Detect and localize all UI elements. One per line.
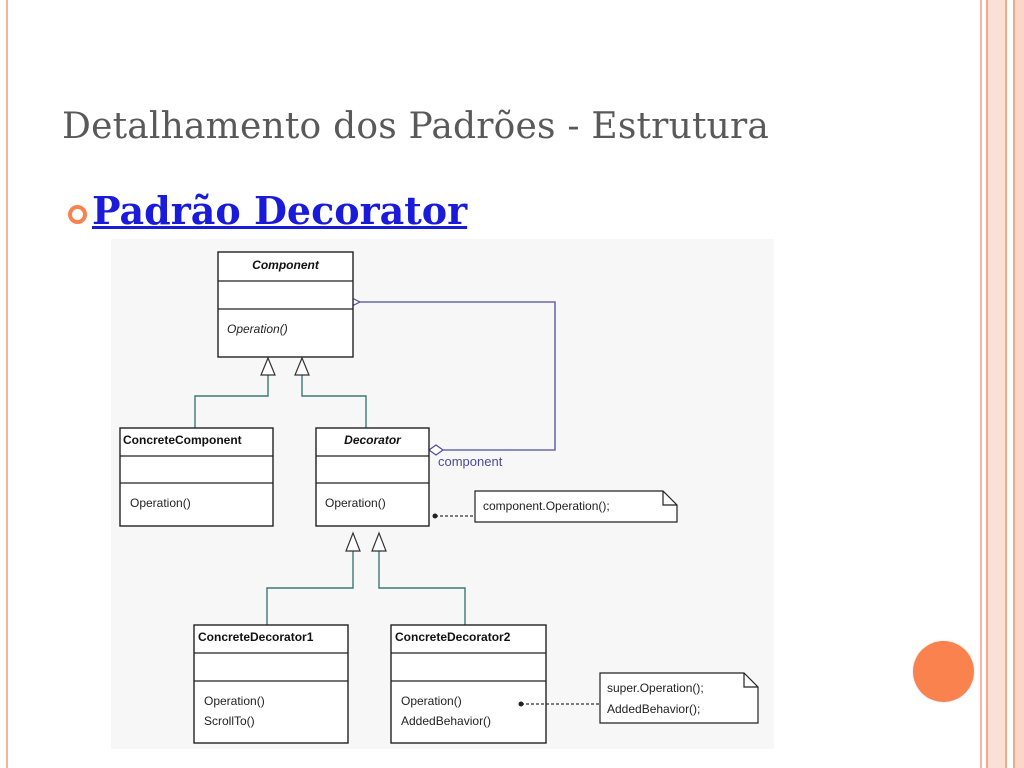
note-added-behavior: super.Operation(); AddedBehavior();: [599, 672, 759, 724]
class-operation: Operation(): [401, 694, 462, 708]
class-component: Component Operation(): [217, 251, 354, 358]
class-decorator: Decorator Operation(): [315, 427, 430, 527]
class-operation: AddedBehavior(): [401, 714, 491, 728]
aggregation-line: [359, 302, 556, 451]
class-name: ConcreteDecorator2: [395, 630, 511, 644]
right-decorative-stripes: [980, 0, 1024, 768]
class-name: ConcreteComponent: [123, 433, 242, 447]
class-concrete-component: ConcreteComponent Operation(): [119, 427, 274, 527]
left-border-line: [6, 0, 8, 768]
class-operation: Operation(): [204, 694, 265, 708]
uml-diagram-svg: component Component Operation() Concrete…: [119, 251, 759, 744]
note-text: AddedBehavior();: [607, 702, 700, 716]
association-label: component: [438, 454, 503, 469]
decorative-circle: [913, 641, 974, 702]
class-operation: Operation(): [227, 322, 288, 336]
class-name: Component: [252, 258, 320, 272]
uml-diagram: component Component Operation() Concrete…: [111, 239, 774, 749]
class-operation: ScrollTo(): [204, 714, 255, 728]
class-operation: Operation(): [325, 496, 386, 510]
class-concrete-decorator2: ConcreteDecorator2 Operation() AddedBeha…: [390, 624, 547, 744]
note-text: super.Operation();: [607, 681, 704, 695]
inheritance-arrowheads: [260, 356, 387, 552]
note-text: component.Operation();: [483, 499, 610, 513]
note-component-operation: component.Operation();: [474, 490, 678, 523]
class-name: Decorator: [344, 433, 402, 447]
class-name: ConcreteDecorator1: [198, 630, 314, 644]
class-operation: Operation(): [130, 496, 191, 510]
inheritance-lines: [194, 375, 466, 625]
bullet-ring-icon: [68, 205, 87, 224]
slide-title: Detalhamento dos Padrões - Estrutura: [62, 106, 770, 147]
decorator-pattern-link[interactable]: Padrão Decorator: [92, 188, 468, 233]
aggregation-diamond: [427, 444, 445, 456]
class-concrete-decorator1: ConcreteDecorator1 Operation() ScrollTo(…: [193, 624, 349, 744]
